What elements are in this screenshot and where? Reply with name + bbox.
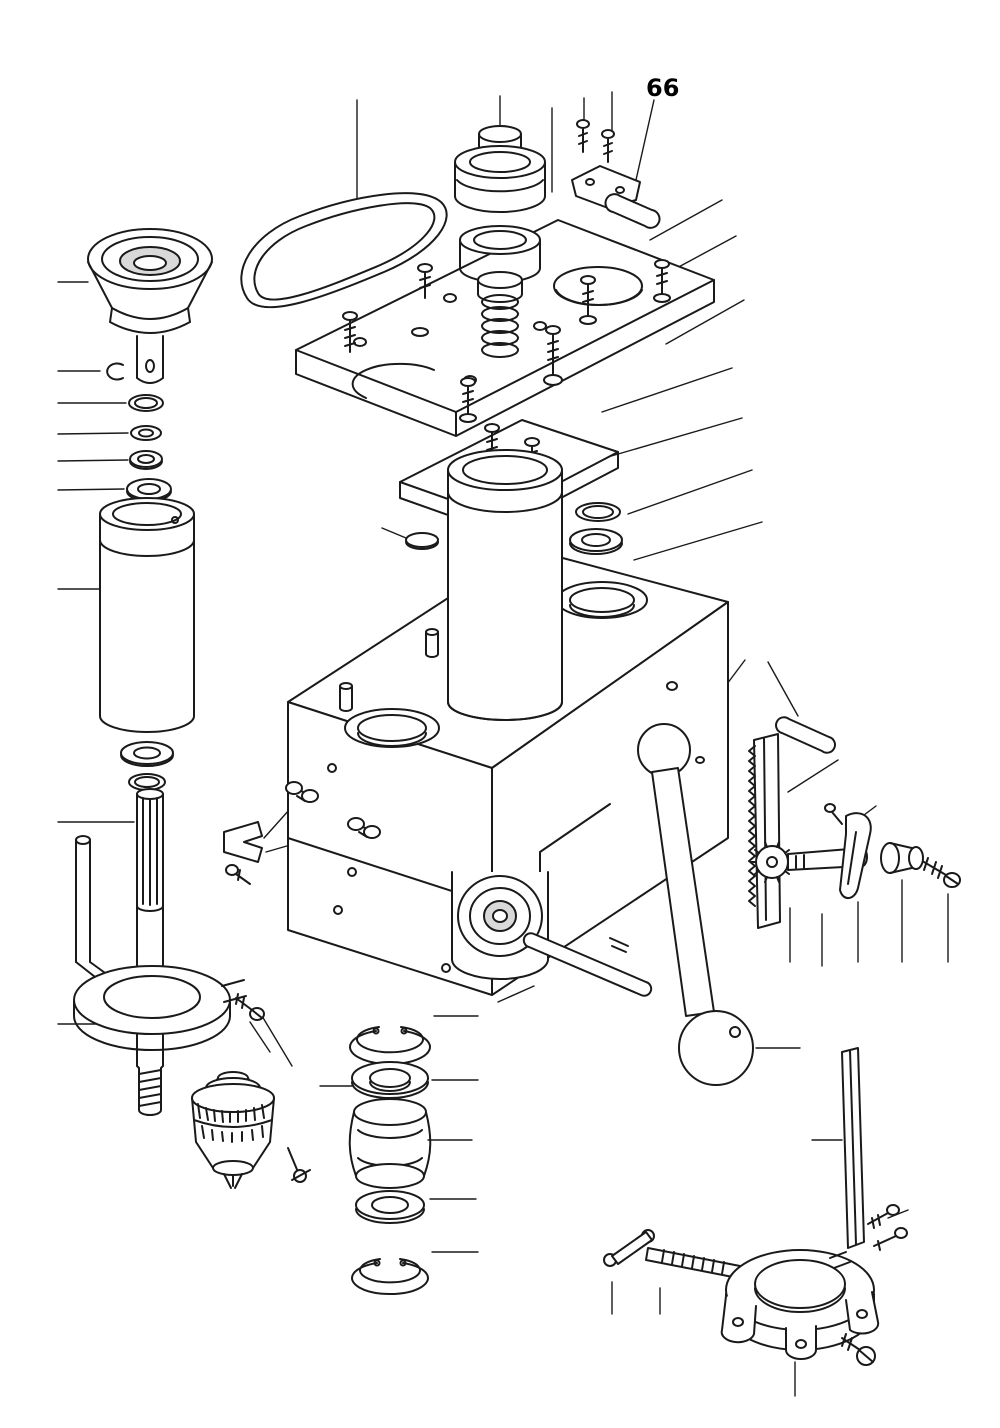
chuck-key (287, 1147, 311, 1183)
feed-handle (637, 723, 754, 1086)
quill-sleeve (99, 497, 195, 733)
return-spring (481, 294, 519, 358)
pinion-gear-assembly (750, 803, 961, 899)
spindle-pulley (87, 228, 213, 384)
quill-washers (120, 741, 174, 791)
depth-stop-collar (73, 835, 265, 1051)
quill-ring-stack (348, 1026, 432, 1296)
table-clamp (720, 1249, 880, 1366)
clamp-bolt (603, 1229, 741, 1279)
column-bore-washers (569, 502, 623, 555)
depth-gauge-rod (841, 1047, 908, 1251)
feed-rack (748, 716, 836, 929)
retaining-clip (106, 362, 124, 381)
belt-guard-clamp-66 (571, 119, 661, 229)
scan-artifact (0, 0, 34, 6)
spindle-pulley-half (459, 225, 541, 303)
motor-pulley (454, 125, 546, 213)
part-label-66: 66 (646, 74, 679, 102)
wedge-pin (522, 932, 653, 997)
top-cover-plate (295, 219, 715, 437)
lock-bracket (223, 821, 263, 885)
spindle-washer-stack (126, 394, 172, 502)
drive-belt (240, 192, 448, 309)
cover-plate-screws (342, 259, 671, 423)
drill-chuck (191, 1071, 275, 1189)
spline-shaft (136, 788, 164, 1116)
quill-cylinder (447, 449, 563, 721)
